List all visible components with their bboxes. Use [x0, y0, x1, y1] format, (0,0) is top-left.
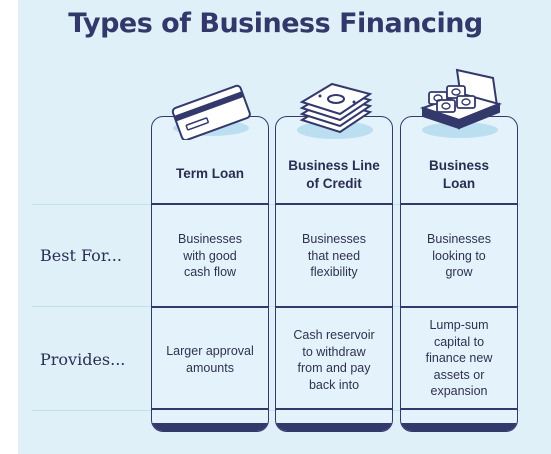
column-header: Business Line of Credit	[276, 157, 392, 193]
column-footer-bar	[152, 423, 268, 431]
column-divider	[276, 408, 392, 410]
cell-line: looking to	[432, 248, 486, 263]
cell-line: grow	[445, 265, 473, 279]
column-divider	[401, 306, 517, 308]
column-divider	[152, 306, 268, 308]
cell-line: cash flow	[183, 265, 237, 279]
cash-box-icon	[419, 68, 503, 138]
column-business-line-of-credit: Business Line of Credit Businesses that …	[275, 116, 393, 432]
cash-stack-icon	[297, 82, 373, 139]
cell-line: finance new	[425, 351, 493, 365]
cell-line: Lump-sum	[429, 318, 489, 332]
cell-line: Cash reservoir	[293, 328, 375, 342]
column-term-loan: Term Loan Businesses with good cash flow…	[151, 116, 269, 432]
best-for-cell: Businesses looking to grow	[401, 231, 517, 281]
column-divider	[276, 203, 392, 205]
column-divider	[276, 306, 392, 308]
row-label-best-for: Best For...	[40, 246, 122, 265]
row-label-provides: Provides...	[40, 350, 126, 369]
cell-line: expansion	[430, 384, 488, 398]
header-line: Loan	[442, 176, 476, 191]
provides-cell: Cash reservoir to withdraw from and pay …	[276, 327, 392, 393]
best-for-cell: Businesses with good cash flow	[152, 231, 268, 281]
column-divider	[152, 408, 268, 410]
cell-line: flexibility	[310, 265, 358, 279]
cell-line: Businesses	[302, 232, 366, 246]
cell-line: Larger approval	[166, 344, 254, 358]
cell-line: that need	[307, 248, 361, 263]
provides-cell: Lump-sum capital to finance new assets o…	[401, 317, 517, 400]
column-footer-bar	[276, 423, 392, 431]
column-divider	[401, 408, 517, 410]
header-line: Business Line	[288, 158, 380, 173]
provides-cell: Larger approval amounts	[152, 343, 268, 376]
header-line: Business	[428, 158, 490, 173]
cell-line: back into	[308, 377, 360, 392]
column-divider	[152, 203, 268, 205]
page-title: Types of Business Financing	[68, 8, 483, 39]
best-for-cell: Businesses that need flexibility	[276, 231, 392, 281]
cell-line: assets or	[433, 367, 485, 382]
header-line: Term Loan	[175, 166, 244, 181]
cell-line: amounts	[186, 360, 234, 375]
column-business-loan: Business Loan Businesses looking to grow…	[400, 116, 518, 432]
cell-line: Businesses	[178, 232, 242, 246]
cell-line: from and pay	[297, 361, 371, 375]
cell-line: to withdraw	[302, 344, 366, 359]
cell-line: with good	[183, 248, 237, 263]
cell-line: capital to	[433, 334, 485, 349]
column-header: Term Loan	[152, 165, 268, 183]
column-divider	[401, 203, 517, 205]
column-footer-bar	[401, 423, 517, 431]
credit-card-icon	[171, 84, 251, 140]
header-line: of Credit	[306, 176, 362, 191]
column-header: Business Loan	[401, 157, 517, 193]
cell-line: Businesses	[427, 232, 491, 246]
